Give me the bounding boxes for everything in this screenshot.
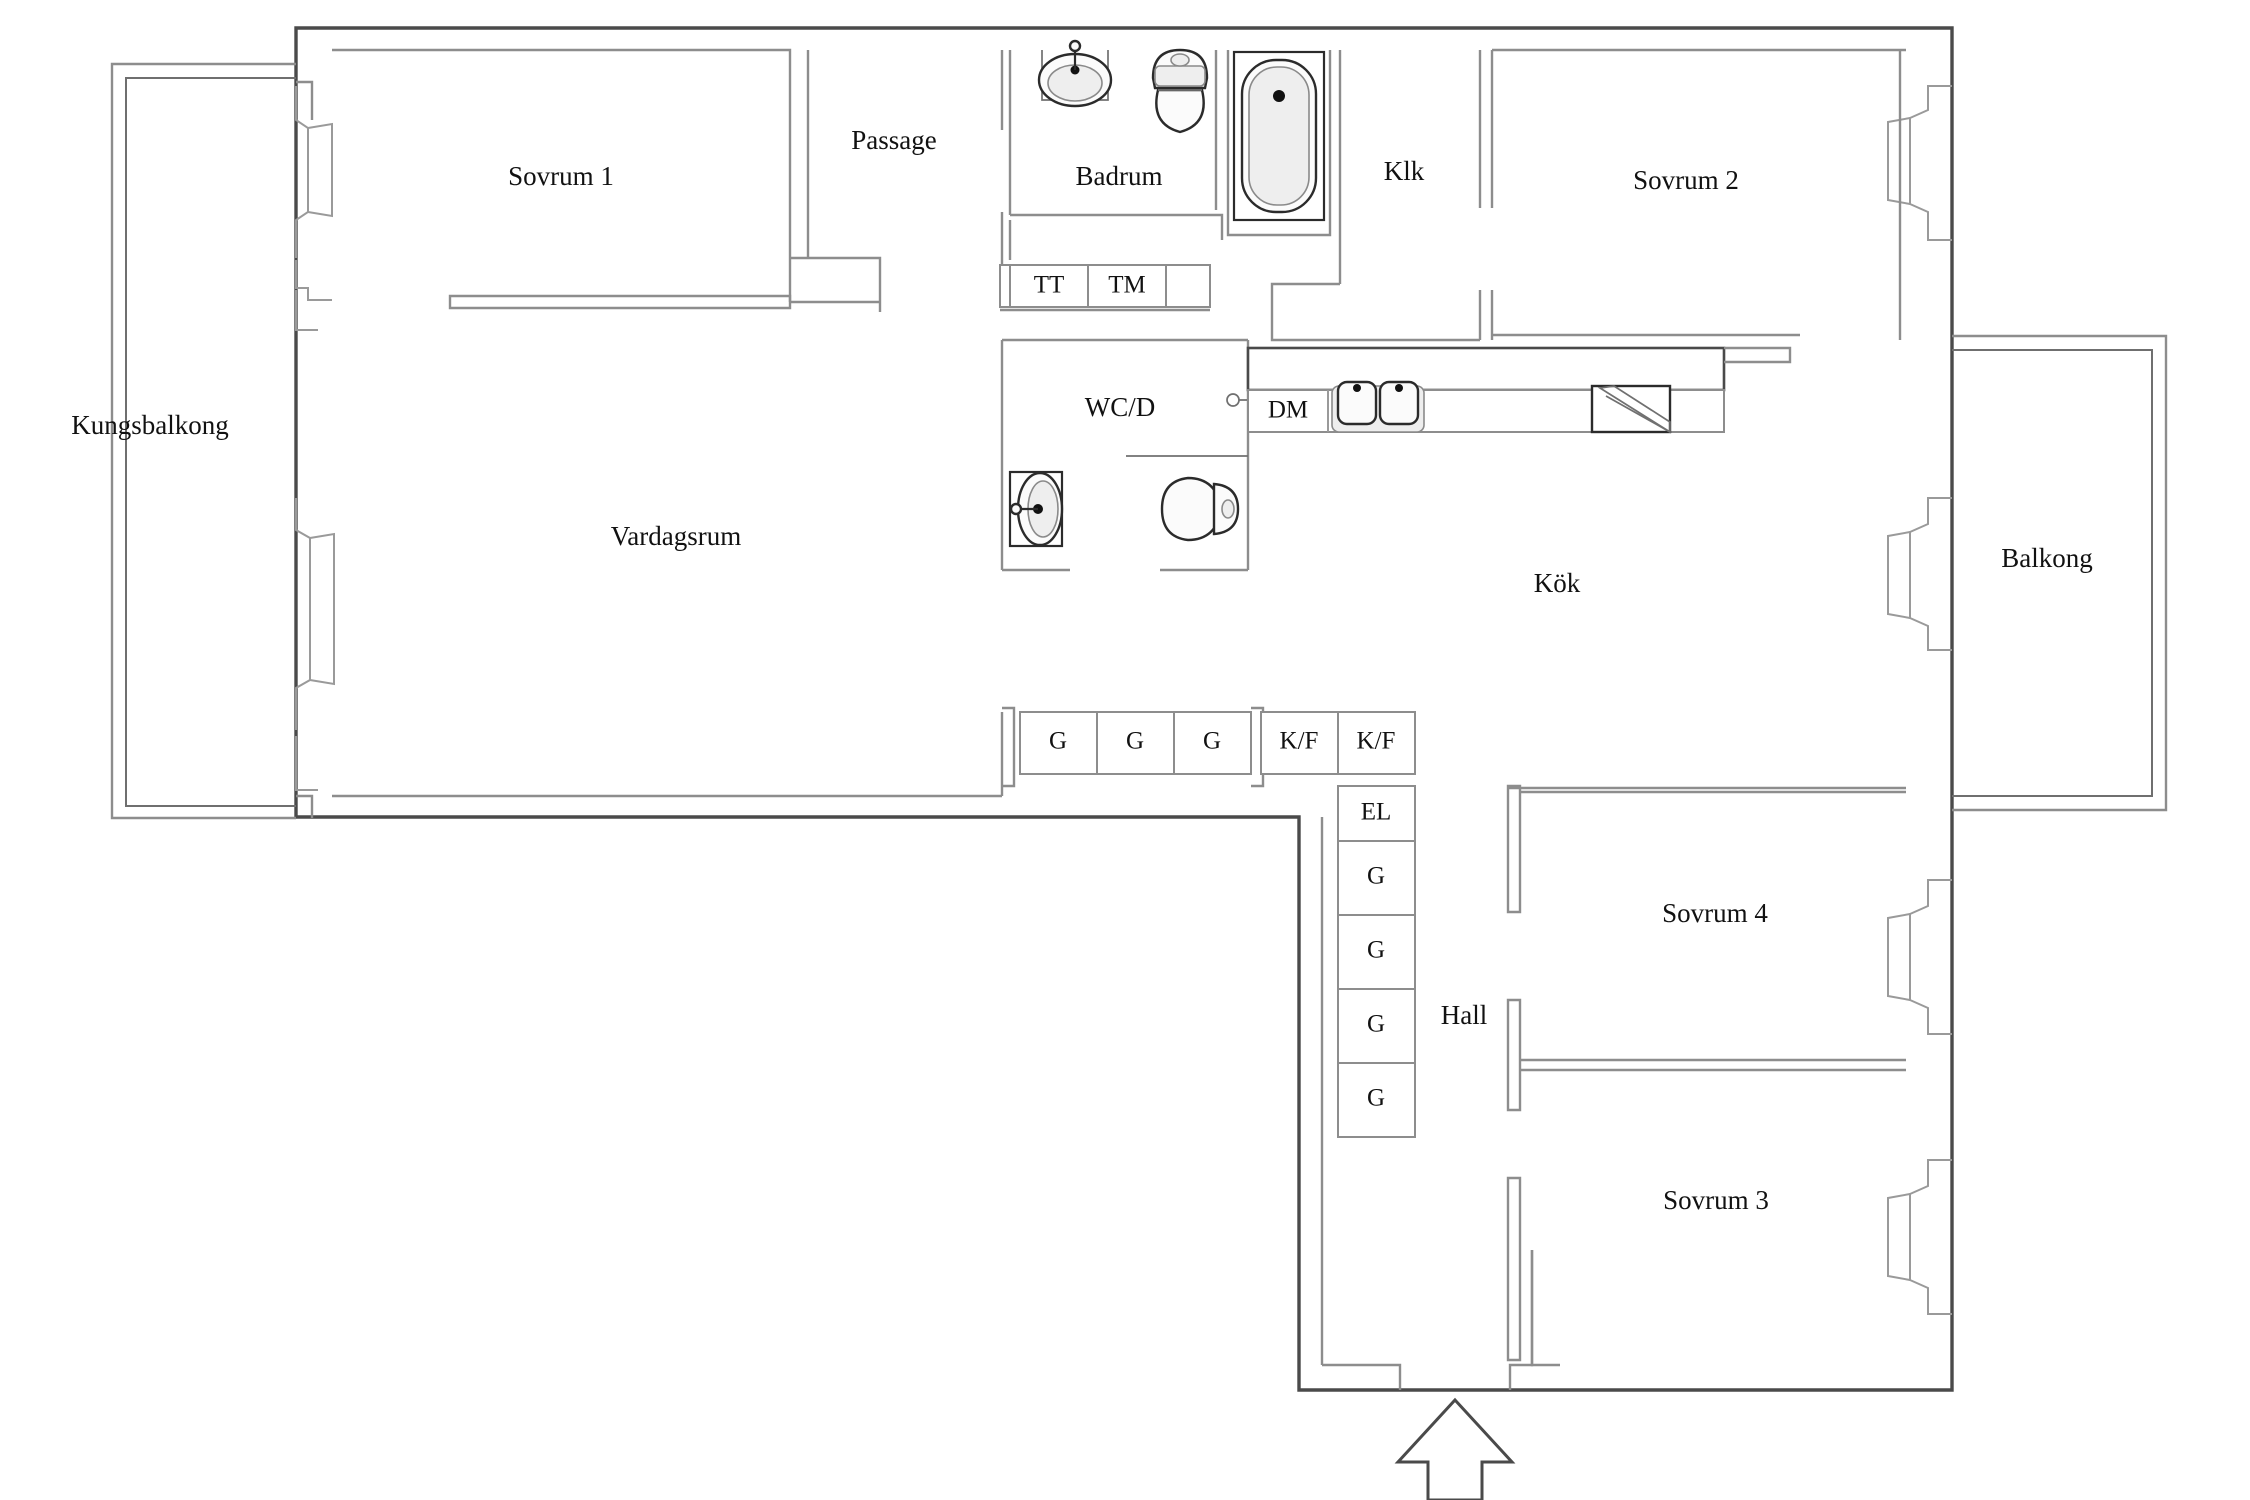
cell-tt-label: TT [1034, 272, 1065, 299]
laundry-end-box [1165, 264, 1211, 308]
cell-g-5-box [1337, 914, 1416, 990]
sink-icon-wcd [1008, 470, 1064, 548]
room-walls-vardagsrum [332, 712, 1004, 798]
label-balkong: Balkong [2001, 543, 2093, 573]
label-badrum: Badrum [1076, 161, 1163, 191]
sink-icon-badrum [1037, 39, 1113, 108]
cell-g-7-box [1337, 1062, 1416, 1138]
label-wcd: WC/D [1085, 392, 1156, 422]
stove-icon [1590, 384, 1672, 434]
cell-g-6-box [1337, 988, 1416, 1064]
balcony-kungsbalkong [110, 62, 314, 820]
cell-g-4-label: G [1367, 863, 1385, 890]
laundry-side-box [999, 264, 1011, 308]
label-sovrum3: Sovrum 3 [1663, 1185, 1769, 1215]
label-vardagsrum: Vardagsrum [611, 521, 741, 551]
kitchen-labels: DM [1268, 397, 1308, 424]
room-walls-sovrum3 [1506, 1068, 1906, 1362]
label-sovrum2: Sovrum 2 [1633, 165, 1739, 195]
cell-g-7-label: G [1367, 1085, 1385, 1112]
cell-tm-box [1087, 264, 1167, 308]
label-kungsbalkong: Kungsbalkong [71, 410, 229, 440]
label-sovrum4: Sovrum 4 [1662, 898, 1768, 928]
toilet-icon-wcd [1160, 476, 1240, 542]
toilet-icon-badrum [1151, 48, 1209, 134]
window-right-sovrum4 [1887, 879, 1952, 1035]
room-walls-sovrum4 [1506, 784, 1906, 1112]
window-left-sovrum1 [295, 86, 333, 258]
window-left-vardagsrum-upper [295, 260, 332, 331]
cell-g-2-box [1096, 711, 1175, 775]
room-walls-sovrum2 [1490, 48, 1906, 340]
label-sovrum1: Sovrum 1 [508, 161, 614, 191]
cell-tm-label: TM [1108, 272, 1146, 299]
cell-el-box [1337, 785, 1416, 842]
label-hall: Hall [1441, 1000, 1488, 1030]
window-right-sovrum3 [1887, 1159, 1952, 1315]
storage-column-vertical: EL G G G G [1337, 785, 1416, 1138]
cell-kf-1-label: K/F [1280, 728, 1319, 755]
cell-tt-box [1009, 264, 1089, 308]
storage-row-horizontal: G G G K/F K/F [1002, 706, 1416, 788]
cell-g-5-label: G [1367, 937, 1385, 964]
cell-g-4-box [1337, 840, 1416, 916]
cell-g-1-box [1019, 711, 1098, 775]
room-walls-klk [1270, 50, 1482, 342]
entrance-arrow-icon [1394, 1397, 1516, 1500]
cell-g-3-label: G [1203, 728, 1221, 755]
label-kok: Kök [1534, 568, 1581, 598]
room-walls-hall [1320, 817, 1560, 1390]
balcony-balkong [1952, 334, 2168, 812]
kitchen-counter [1246, 346, 1792, 433]
cell-kf-1-box [1260, 711, 1339, 775]
cell-g-6-label: G [1367, 1011, 1385, 1038]
window-left-vardagsrum [295, 498, 335, 730]
kitchen-upper-counter [1246, 346, 1726, 392]
cell-kf-2-box [1337, 711, 1416, 775]
label-klk: Klk [1384, 156, 1425, 186]
kitchen-sink-icon [1331, 380, 1425, 433]
laundry-cells: TT TM [999, 264, 1211, 312]
window-right-sovrum2-top [1887, 85, 1952, 241]
window-right-kok [1887, 497, 1952, 651]
cell-g-2-label: G [1126, 728, 1144, 755]
label-passage: Passage [851, 125, 936, 155]
room-labels: Kungsbalkong Sovrum 1 Passage Badrum Klk… [71, 125, 2093, 1215]
room-walls-passage [806, 50, 1004, 268]
room-walls-badrum [1008, 50, 1332, 260]
cell-kf-2-label: K/F [1357, 728, 1396, 755]
cell-dm-label: DM [1268, 397, 1308, 424]
room-walls-sovrum1 [332, 48, 882, 312]
cell-g-1-label: G [1049, 728, 1067, 755]
cell-g-3-box [1173, 711, 1252, 775]
cell-el-label: EL [1361, 799, 1392, 826]
bathtub-icon-badrum [1232, 50, 1326, 222]
window-left-vardagsrum-lower [295, 736, 318, 791]
